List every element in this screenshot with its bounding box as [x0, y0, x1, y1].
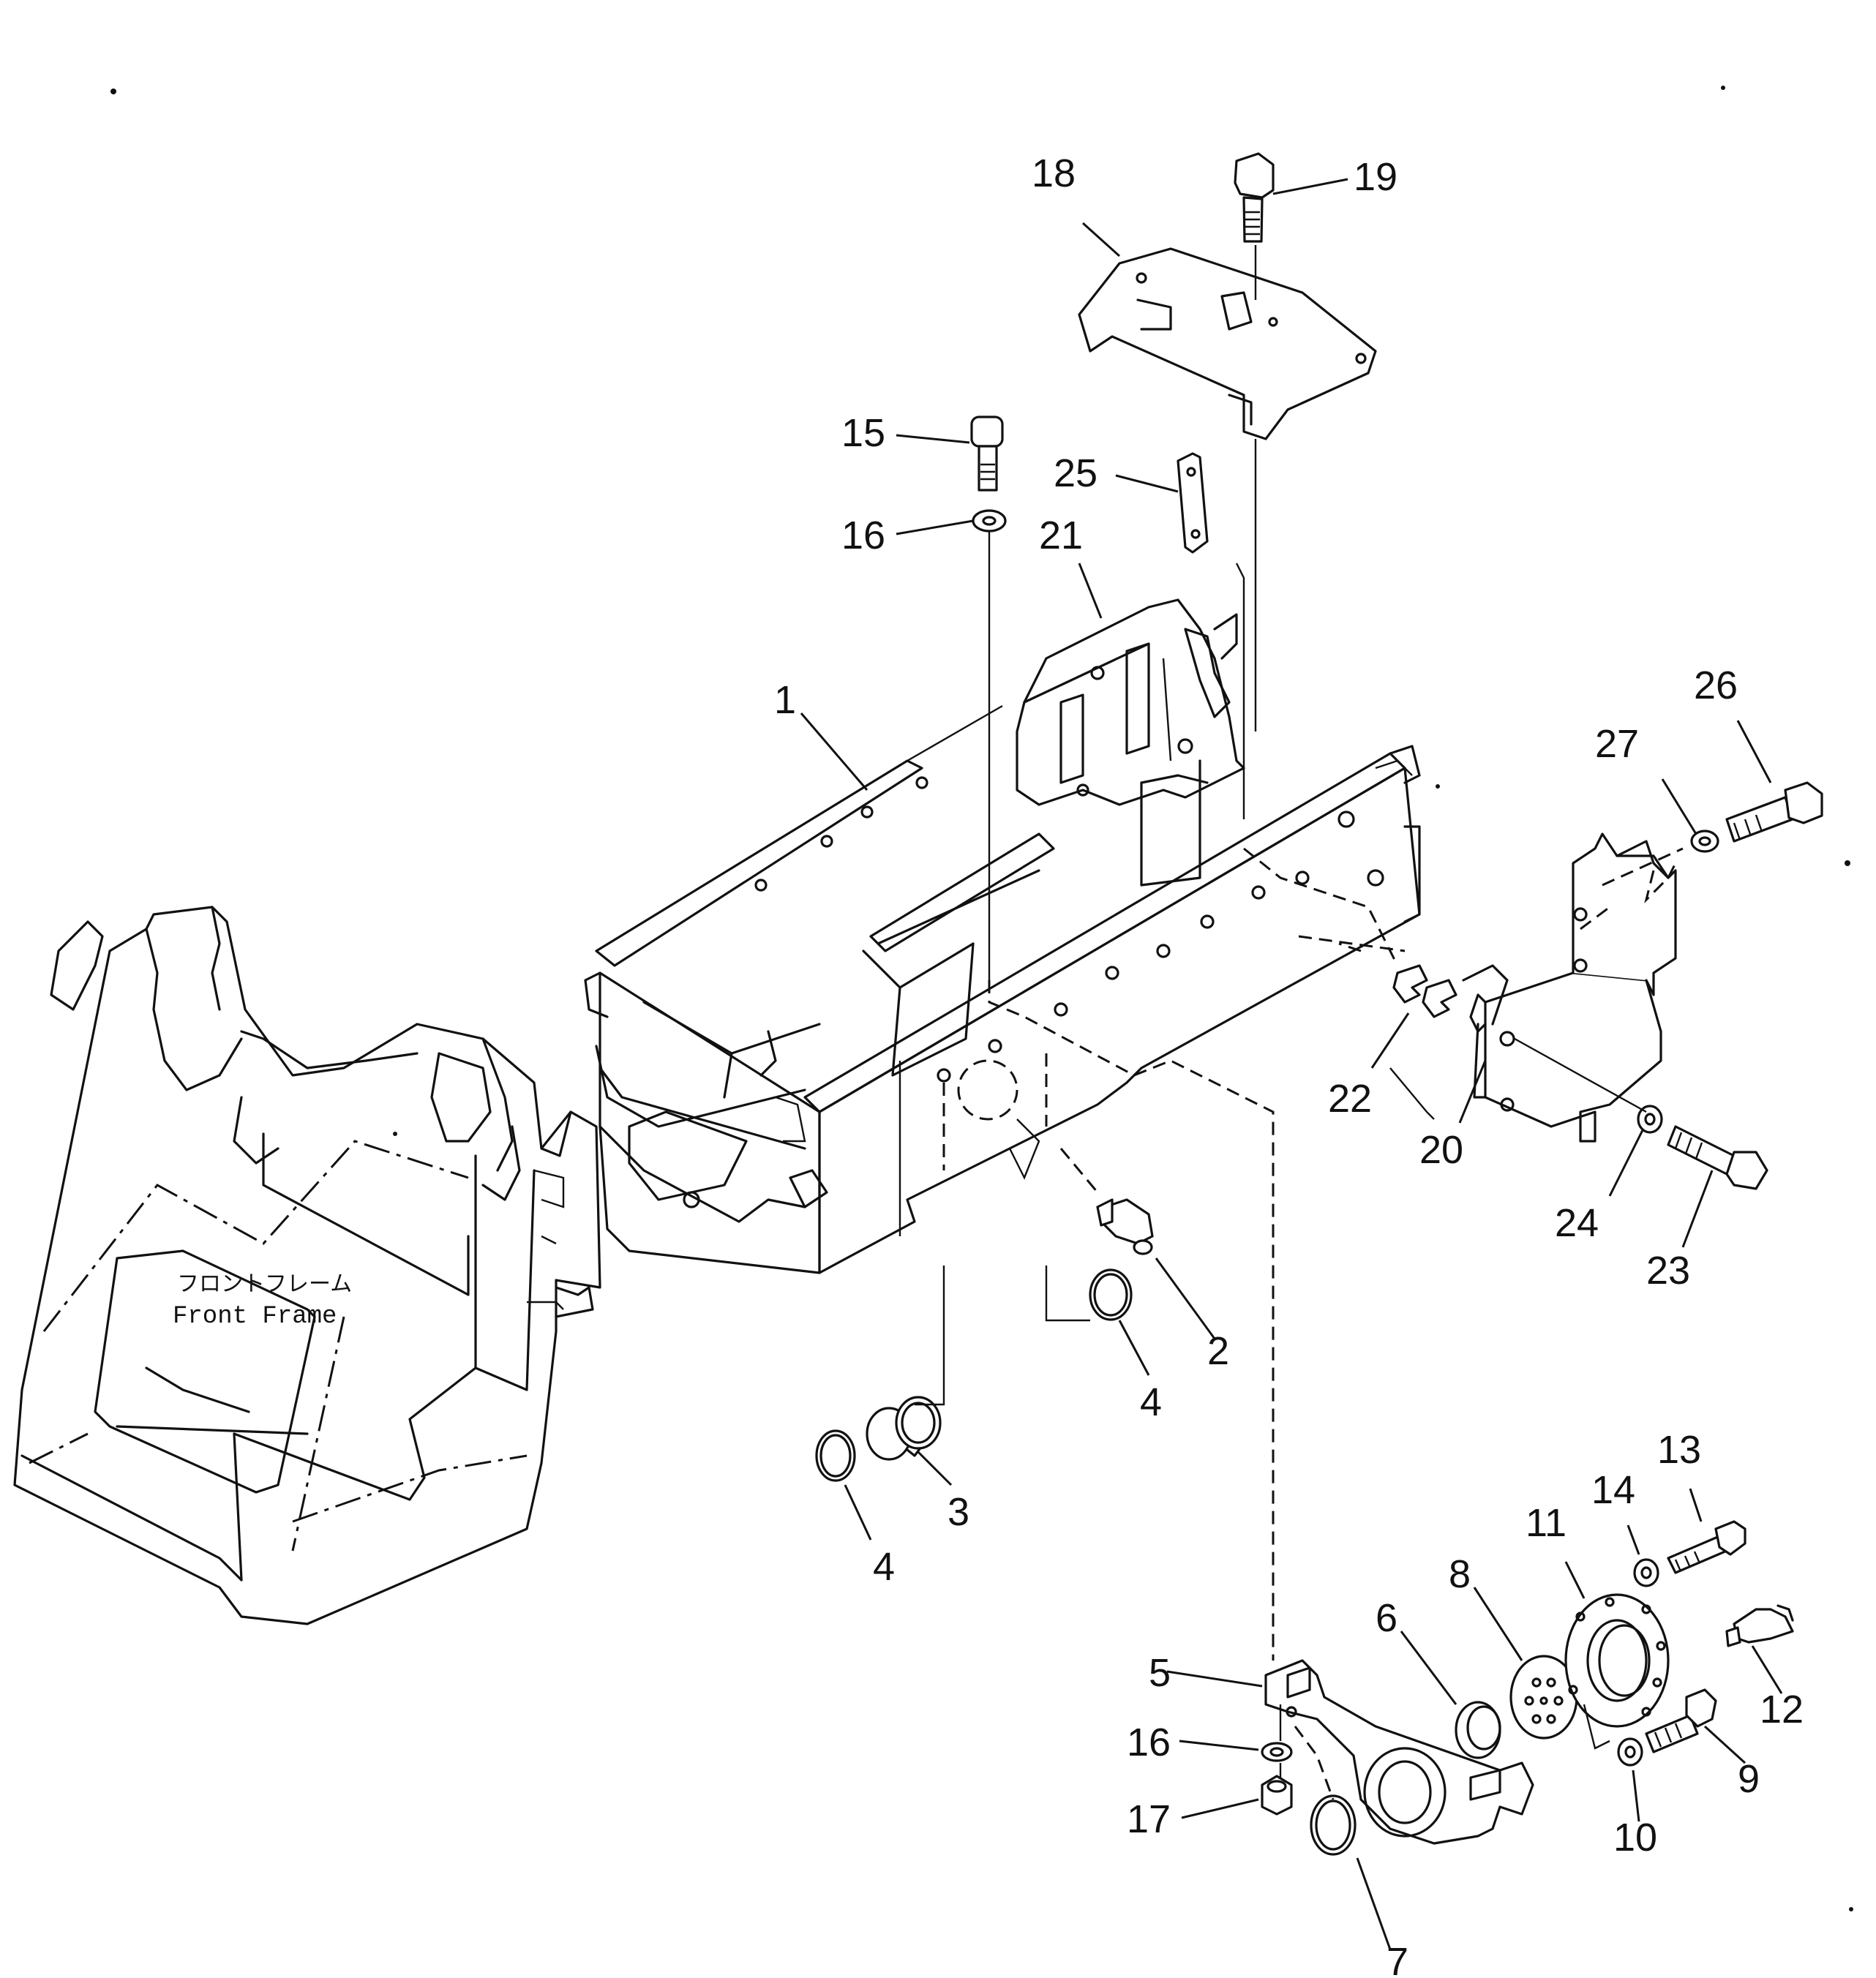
- callout-8: 8: [1449, 1552, 1471, 1596]
- callout-16-lower: 16: [1127, 1721, 1171, 1764]
- callout-20: 20: [1419, 1128, 1463, 1172]
- callout-22: 22: [1328, 1077, 1372, 1121]
- main-rear-frame: [584, 598, 1421, 1274]
- callout-5: 5: [1149, 1651, 1171, 1695]
- grease-fitting-2: [1096, 1198, 1154, 1255]
- callout-13: 13: [1657, 1428, 1701, 1472]
- callout-16-upper: 16: [841, 514, 885, 557]
- cover-plate-18: [1078, 247, 1377, 440]
- callout-19: 19: [1354, 155, 1397, 199]
- scan-specks: [110, 86, 1853, 1911]
- callout-numbers: 1 2 3 4 4 5 6 7 8 9 10 11 12 13 14 15 16…: [774, 151, 1804, 1978]
- bolt-26: [1725, 781, 1823, 843]
- callout-27: 27: [1595, 722, 1639, 766]
- bracket-20: [1462, 832, 1684, 1143]
- bolt-15: [970, 415, 1004, 492]
- callout-4-upper: 4: [1140, 1380, 1162, 1424]
- bushing-6: [1455, 1701, 1501, 1759]
- bolt-23: [1667, 1125, 1768, 1190]
- callout-11: 11: [1526, 1501, 1567, 1545]
- front-frame-label-english: Front Frame: [173, 1303, 337, 1331]
- flange-11: [1564, 1593, 1670, 1728]
- washer-24: [1637, 1105, 1663, 1134]
- callout-21: 21: [1039, 514, 1083, 557]
- o-ring-4-lower: [815, 1429, 856, 1482]
- nut-17: [1261, 1775, 1293, 1816]
- callout-1: 1: [774, 678, 796, 722]
- callout-24: 24: [1555, 1201, 1599, 1245]
- washer-10: [1617, 1737, 1643, 1767]
- washer-27: [1690, 830, 1719, 853]
- bolt-9: [1645, 1688, 1717, 1753]
- callout-10: 10: [1613, 1816, 1657, 1859]
- callout-12: 12: [1760, 1688, 1804, 1731]
- callout-3: 3: [948, 1490, 969, 1534]
- callout-15: 15: [841, 411, 885, 455]
- callout-7: 7: [1387, 1940, 1408, 1978]
- callout-leaders: [800, 178, 1783, 1950]
- assembly-centerlines: [915, 245, 1677, 1800]
- strip-25: [1177, 452, 1209, 554]
- callout-23: 23: [1646, 1249, 1690, 1293]
- callout-14: 14: [1591, 1468, 1635, 1512]
- callout-2: 2: [1207, 1329, 1229, 1373]
- o-ring-7: [1310, 1794, 1357, 1856]
- front-frame: [13, 906, 601, 1625]
- callout-4-lower: 4: [873, 1545, 895, 1589]
- callout-17: 17: [1127, 1797, 1171, 1841]
- grease-fitting-12: [1725, 1604, 1794, 1647]
- washer-16-lower: [1261, 1742, 1293, 1762]
- bolt-13: [1667, 1520, 1746, 1574]
- arm-bracket-5: [1264, 1659, 1534, 1845]
- bushing-3: [866, 1396, 942, 1461]
- callout-18: 18: [1032, 151, 1076, 195]
- washer-14: [1633, 1558, 1659, 1587]
- callout-25: 25: [1054, 451, 1098, 495]
- callout-6: 6: [1376, 1596, 1397, 1640]
- clips-22: [1392, 964, 1457, 1018]
- washer-16-upper: [972, 509, 1007, 533]
- front-frame-label-japanese: フロントフレーム: [177, 1271, 352, 1297]
- bolt-19: [1234, 152, 1275, 243]
- o-ring-4-upper: [1089, 1268, 1133, 1321]
- callout-26: 26: [1694, 663, 1738, 707]
- callout-9: 9: [1738, 1757, 1760, 1801]
